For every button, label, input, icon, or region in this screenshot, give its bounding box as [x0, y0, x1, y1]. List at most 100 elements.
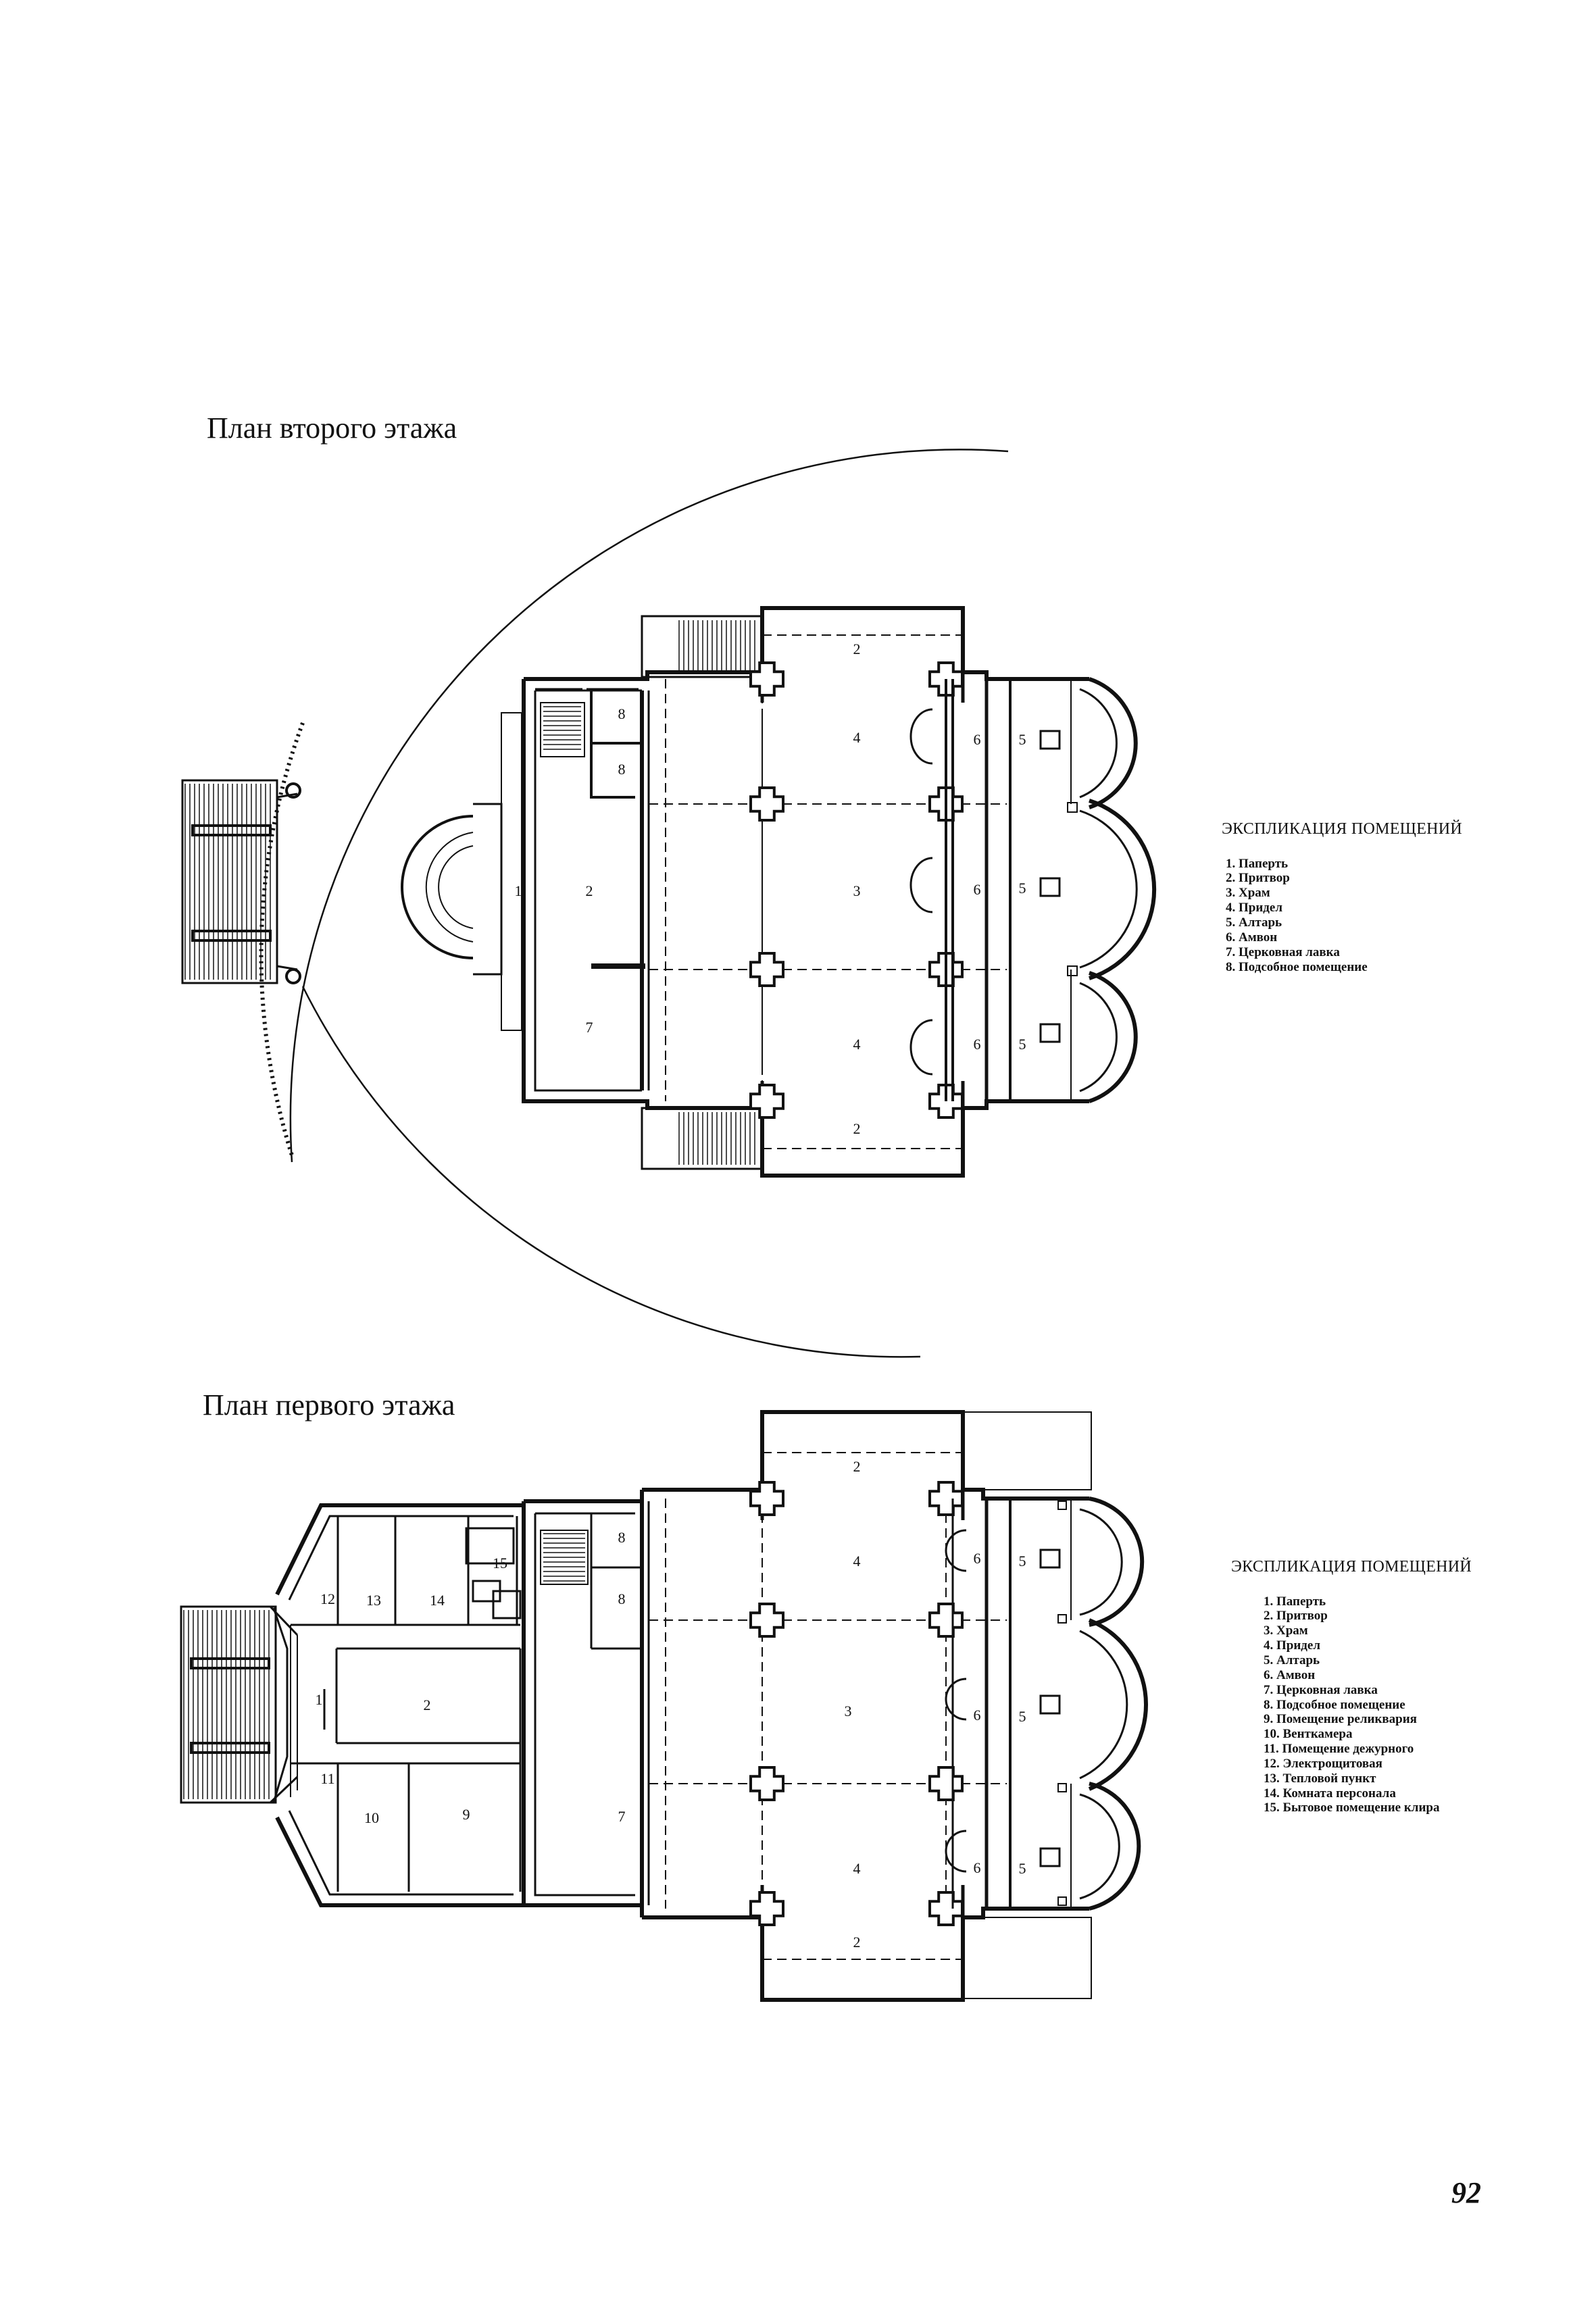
- first-floor-room-number: 1: [316, 1691, 323, 1708]
- first-floor-plan-title: План первого этажа: [203, 1388, 455, 1422]
- entrance-steps: [180, 1605, 299, 1804]
- second-floor-room-number: 4: [853, 1036, 861, 1053]
- pier: [749, 1603, 784, 1638]
- first-floor-room-number: 6: [974, 1550, 981, 1567]
- first-floor-room-number: 5: [1019, 1860, 1026, 1877]
- second-floor-room-number: 8: [618, 705, 626, 722]
- pier: [928, 1481, 964, 1516]
- inner-wall: [534, 689, 642, 1092]
- legend-item: 14. Комната персонала: [1264, 1786, 1396, 1801]
- second-floor-room-number: 7: [586, 1019, 593, 1036]
- pier: [749, 1891, 784, 1926]
- altar-apse: [1089, 677, 1157, 1103]
- porch-walls: [275, 1501, 526, 1907]
- legend-item: 2. Притвор: [1226, 871, 1290, 886]
- legend-item: 2. Притвор: [1264, 1609, 1328, 1624]
- first-floor-plan: [180, 1410, 1149, 2002]
- legend-item: 8. Подсобное помещение: [1264, 1697, 1405, 1712]
- porch-apse: [401, 712, 522, 1031]
- first-floor-room-number: 13: [366, 1592, 381, 1609]
- first-floor-room-number: 4: [853, 1553, 861, 1569]
- first-floor-room-number: 4: [853, 1860, 861, 1877]
- legend-item: 3. Храм: [1264, 1624, 1308, 1638]
- legend-item: 3. Храм: [1226, 886, 1270, 901]
- pier: [749, 786, 784, 822]
- second-floor-room-number: 6: [974, 1036, 981, 1053]
- legend-item: 5. Алтарь: [1264, 1653, 1320, 1667]
- second-floor-room-number: 8: [618, 761, 626, 778]
- legend-title: ЭКСПЛИКАЦИЯ ПОМЕЩЕНИЙ: [1222, 820, 1463, 838]
- first-floor-room-number: 10: [364, 1809, 379, 1826]
- first-floor-room-number: 6: [974, 1707, 981, 1724]
- legend-item: 4. Придел: [1264, 1638, 1320, 1653]
- courtyard-arc: [289, 449, 1009, 1163]
- stair-block: [641, 1107, 764, 1170]
- first-floor-legend: ЭКСПЛИКАЦИЯ ПОМЕЩЕНИЙ 1. Паперть 2. Прит…: [1231, 1558, 1472, 1815]
- first-floor-room-number: 11: [320, 1770, 334, 1787]
- outer-wall: [522, 606, 1089, 1178]
- first-floor-room-number: 15: [493, 1555, 507, 1571]
- first-floor-room-number: 6: [974, 1859, 981, 1876]
- pier: [928, 1766, 964, 1801]
- first-floor-room-number: 5: [1019, 1708, 1026, 1725]
- legend-item: 12. Электрощитовая: [1264, 1756, 1382, 1771]
- legend-list: 1. Паперть 2. Притвор 3. Храм 4. Придел …: [1222, 857, 1462, 975]
- pier: [928, 1891, 964, 1926]
- legend-item: 5. Алтарь: [1226, 915, 1282, 930]
- legend-item: 1. Паперть: [1226, 856, 1289, 871]
- legend-item: 7. Церковная лавка: [1264, 1682, 1378, 1697]
- second-floor-room-number: 2: [853, 1120, 861, 1137]
- first-floor-room-number: 9: [463, 1806, 470, 1823]
- pier: [749, 952, 784, 987]
- pier: [749, 1481, 784, 1516]
- altar-apse: [1079, 1508, 1128, 1900]
- legend-item: 10. Венткамера: [1264, 1727, 1353, 1742]
- legend-item: 8. Подсобное помещение: [1226, 959, 1368, 974]
- first-floor-room-number: 8: [618, 1590, 626, 1607]
- legend-item: 6. Амвон: [1226, 930, 1278, 945]
- second-floor-room-number: 5: [1019, 1036, 1026, 1053]
- second-floor-room-number: 5: [1019, 880, 1026, 897]
- legend-title: ЭКСПЛИКАЦИЯ ПОМЕЩЕНИЙ: [1231, 1558, 1472, 1576]
- legend-item: 1. Паперть: [1264, 1594, 1326, 1609]
- legend-item: 6. Амвон: [1264, 1667, 1316, 1682]
- legend-item: 15. Бытовое помещение клира: [1264, 1801, 1440, 1815]
- altar-apse: [1088, 1496, 1149, 1911]
- pier: [749, 1084, 784, 1119]
- legend-item: 4. Придел: [1226, 901, 1282, 915]
- legend-item: 11. Помещение дежурного: [1264, 1742, 1414, 1757]
- pier: [749, 661, 784, 697]
- second-floor-room-number: 1: [515, 882, 522, 899]
- first-floor-room-number: 2: [424, 1696, 431, 1713]
- second-floor-room-number: 3: [853, 882, 861, 899]
- entrance-steps: [181, 779, 301, 984]
- pier: [749, 1766, 784, 1801]
- first-floor-room-number: 7: [618, 1808, 626, 1825]
- first-floor-room-number: 2: [853, 1934, 861, 1951]
- first-floor-room-number: 12: [320, 1590, 335, 1607]
- pier: [928, 1603, 964, 1638]
- legend-item: 9. Помещение реликвария: [1264, 1712, 1417, 1727]
- first-floor-room-number: 14: [430, 1592, 445, 1609]
- second-floor-legend: ЭКСПЛИКАЦИЯ ПОМЕЩЕНИЙ 1. Паперть 2. Прит…: [1222, 820, 1462, 974]
- first-floor-room-number: 2: [853, 1458, 861, 1475]
- first-floor-room-number: 8: [618, 1529, 626, 1546]
- second-floor-room-number: 4: [853, 729, 861, 746]
- second-floor-room-number: 2: [853, 640, 861, 657]
- second-floor-room-number: 2: [586, 882, 593, 899]
- second-floor-room-number: 6: [974, 881, 981, 898]
- second-floor-room-number: 6: [974, 731, 981, 748]
- first-floor-room-number: 5: [1019, 1553, 1026, 1569]
- courtyard-arc: [301, 986, 921, 1358]
- second-floor-plan-title: План второго этажа: [207, 411, 457, 445]
- legend-item: 7. Церковная лавка: [1226, 945, 1340, 959]
- legend-list: 1. Паперть 2. Притвор 3. Храм 4. Придел …: [1231, 1594, 1472, 1816]
- second-floor-room-number: 5: [1019, 731, 1026, 748]
- stair-block: [641, 615, 764, 678]
- first-floor-room-number: 3: [845, 1703, 852, 1719]
- page-number: 92: [1451, 2176, 1481, 2209]
- altar-apse: [1079, 688, 1138, 1092]
- second-floor-plan: [181, 449, 1157, 1358]
